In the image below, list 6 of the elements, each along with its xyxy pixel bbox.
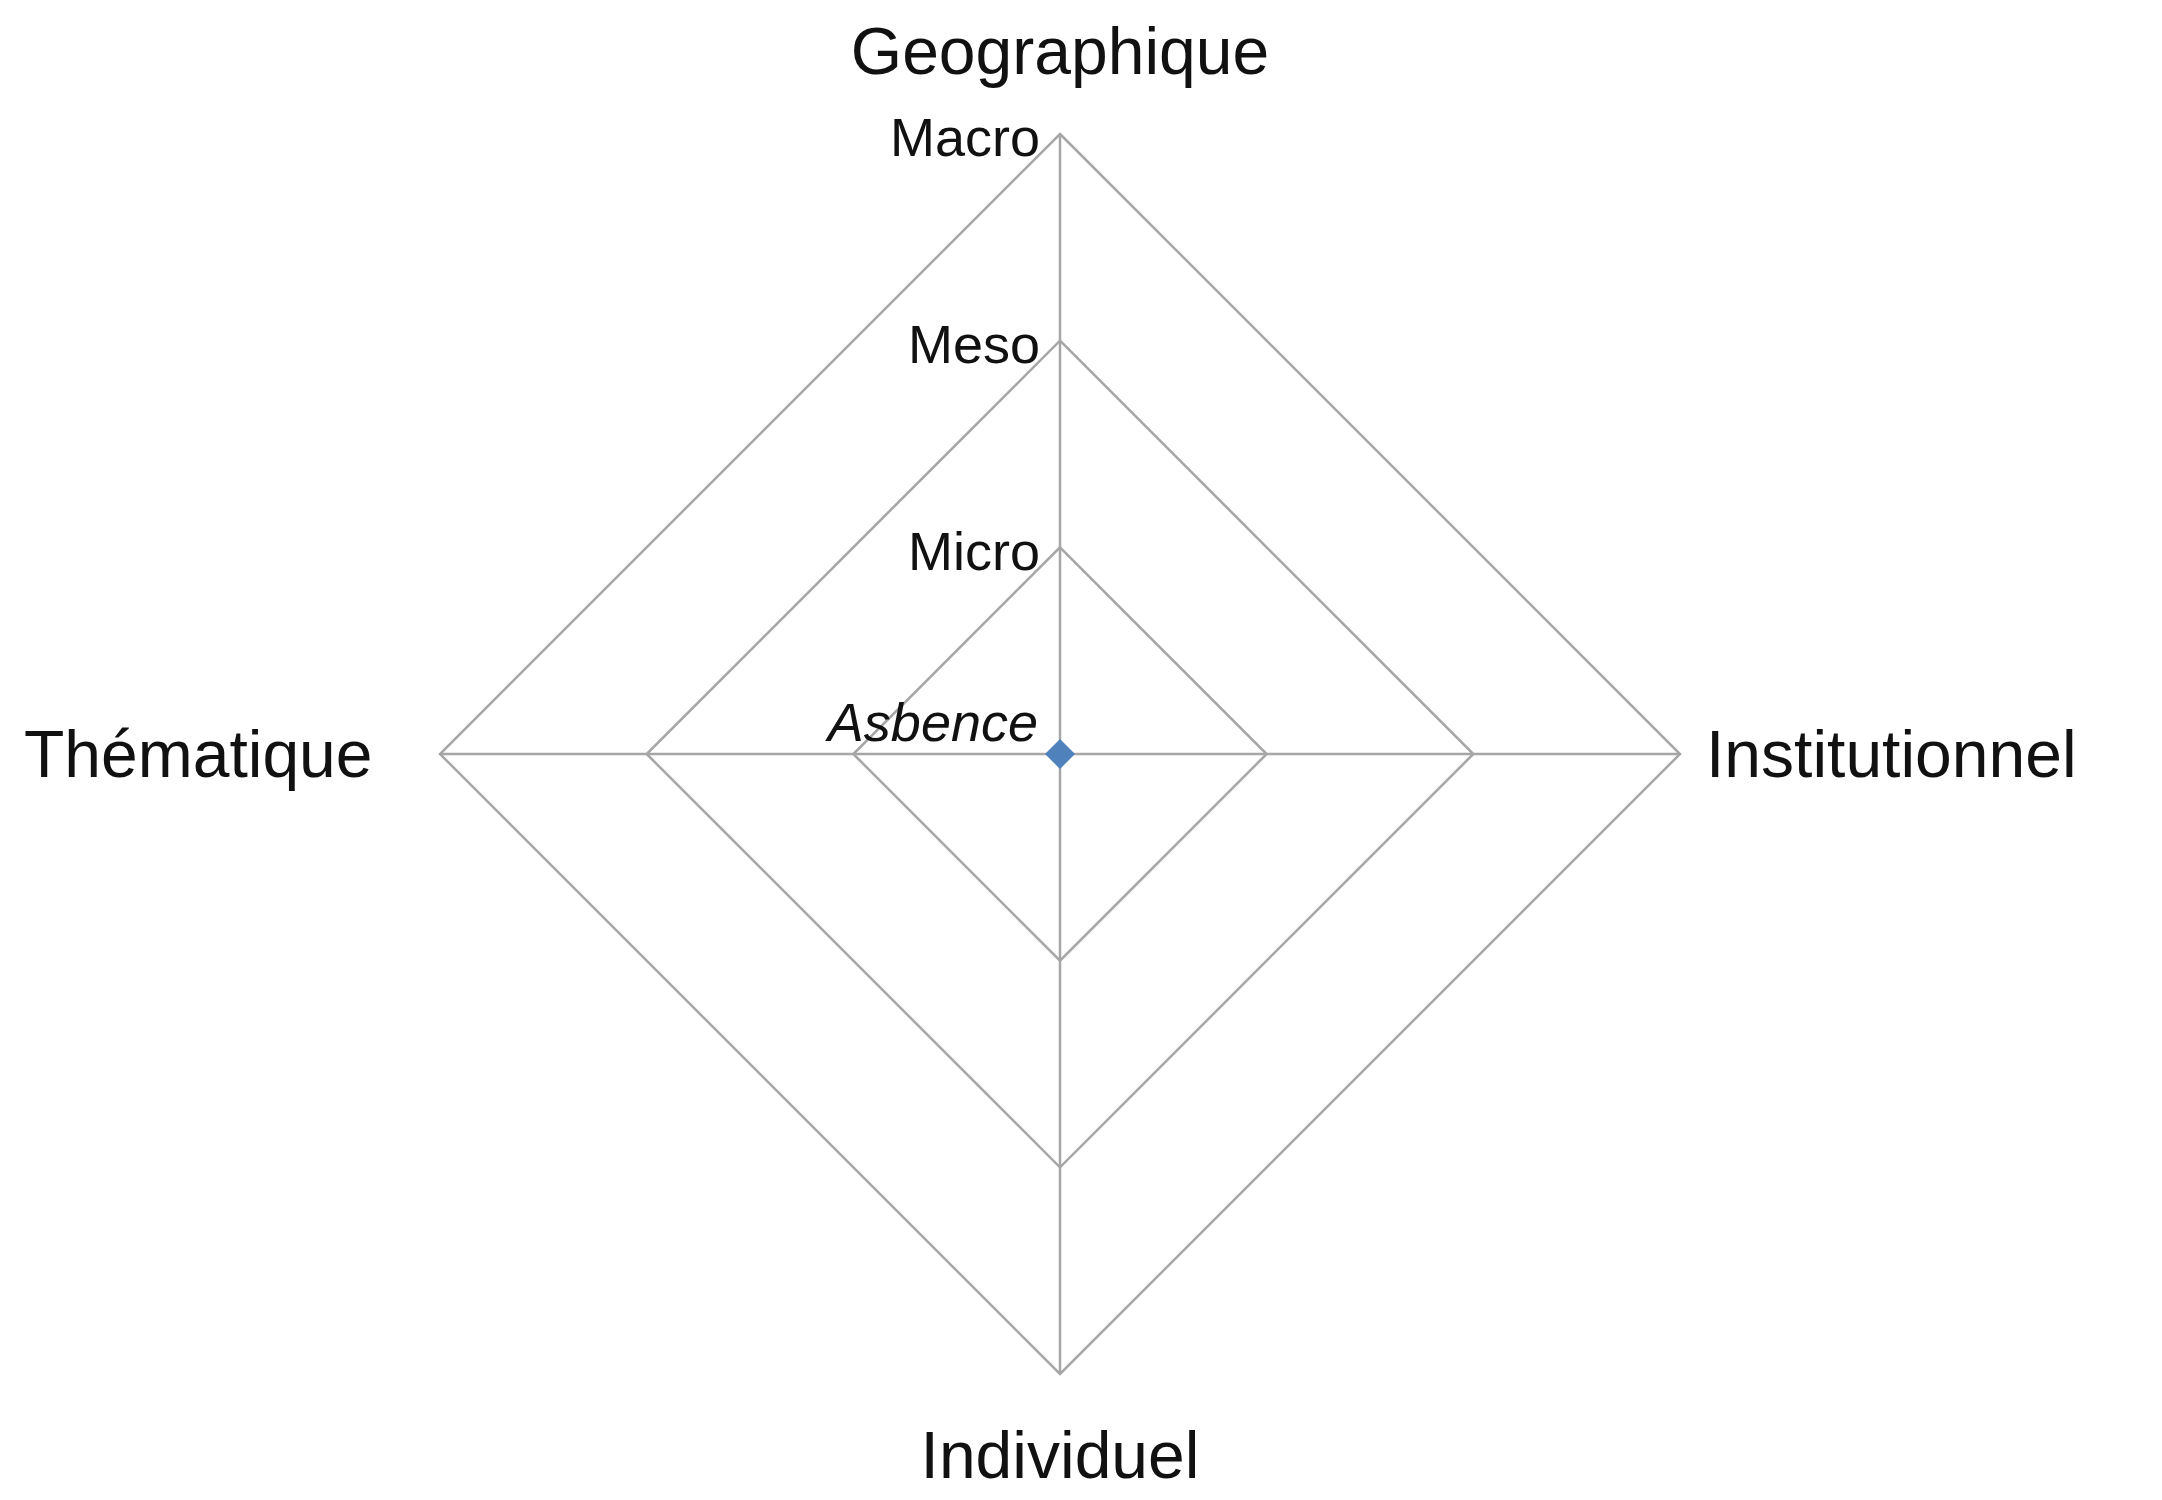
scale-label: Micro [908,524,1040,578]
scale-label: Macro [889,110,1040,164]
axis-title: Institutionnel [1706,721,2077,787]
scale-label: Meso [907,317,1040,371]
scale-label: Asbence [827,695,1038,749]
axis-title: Individuel [920,1422,1200,1488]
